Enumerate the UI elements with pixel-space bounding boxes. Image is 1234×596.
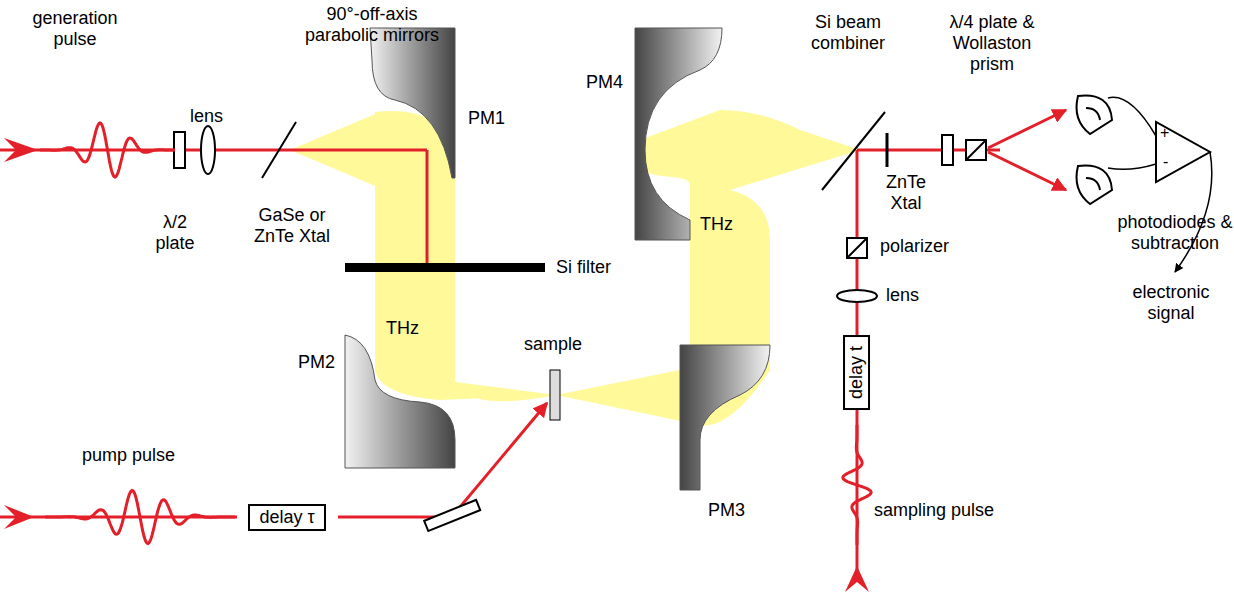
polarizer (847, 238, 867, 258)
delay-label: delay τ (259, 507, 314, 527)
label: ZnTe Xtal (880, 172, 932, 214)
wire (1108, 164, 1156, 169)
label: sample (524, 334, 582, 355)
label: lens (190, 106, 223, 127)
thz-beam (375, 111, 556, 401)
label: PM1 (468, 108, 505, 129)
wire (1108, 97, 1156, 136)
parabolic-mirror (345, 335, 455, 468)
parabolic-mirror (680, 345, 770, 490)
lens (201, 126, 215, 174)
parabolic-mirror (635, 28, 722, 240)
label: electronic signal (1124, 282, 1218, 324)
steering-mirror (424, 500, 480, 531)
label: polarizer (880, 236, 949, 257)
beam-tail (4, 138, 38, 162)
half-wave-plate (174, 132, 185, 168)
quarter-wave-plate (942, 135, 953, 165)
laser-beam (338, 516, 440, 519)
label: photodiodes & subtraction (1116, 212, 1234, 254)
parabolic-mirror (370, 28, 455, 178)
znte-crystal (886, 133, 889, 167)
label: Si beam combiner (800, 12, 896, 54)
label: GaSe or ZnTe Xtal (236, 205, 348, 247)
label: THz (386, 318, 419, 339)
polarizer-diagonal (847, 238, 867, 258)
delay-box: delay τ (248, 504, 325, 531)
label: Si filter (556, 257, 611, 278)
label: pump pulse (82, 445, 175, 466)
photodiode (1077, 96, 1113, 205)
thz-beam (556, 368, 700, 425)
beam-combiner (822, 112, 885, 190)
laser-beam (988, 110, 1066, 148)
label: lens (886, 285, 919, 306)
label: 90°-off-axis parabolic mirrors (288, 4, 456, 46)
beam-tail (845, 566, 869, 592)
pulse-waveforms (4, 123, 871, 592)
label: THz (700, 214, 733, 235)
label: PM2 (298, 352, 335, 373)
pulse-waveform (45, 491, 235, 544)
crystal (262, 122, 296, 178)
label: generation pulse (30, 8, 120, 50)
si-filter (345, 263, 545, 272)
delay-box: delay t (843, 334, 870, 409)
wollaston-diagonal (966, 140, 986, 160)
label: sampling pulse (874, 500, 994, 521)
label: + (1160, 124, 1169, 142)
lens (837, 290, 877, 302)
label: PM3 (708, 500, 745, 521)
wollaston-prism (966, 140, 986, 160)
pulse-waveform (40, 123, 175, 177)
subtraction-amplifier (1156, 122, 1210, 182)
laser-beam (455, 403, 547, 513)
delay-label: delay t (846, 345, 866, 398)
laser-beam (988, 152, 1066, 190)
sample (550, 370, 560, 420)
label: λ/2 plate (145, 212, 205, 254)
pulse-waveform (843, 425, 871, 545)
beam-tail (4, 505, 34, 529)
label: λ/4 plate & Wollaston prism (930, 12, 1054, 75)
laser-beam (426, 150, 429, 266)
label: PM4 (586, 72, 623, 93)
label: - (1163, 153, 1168, 171)
